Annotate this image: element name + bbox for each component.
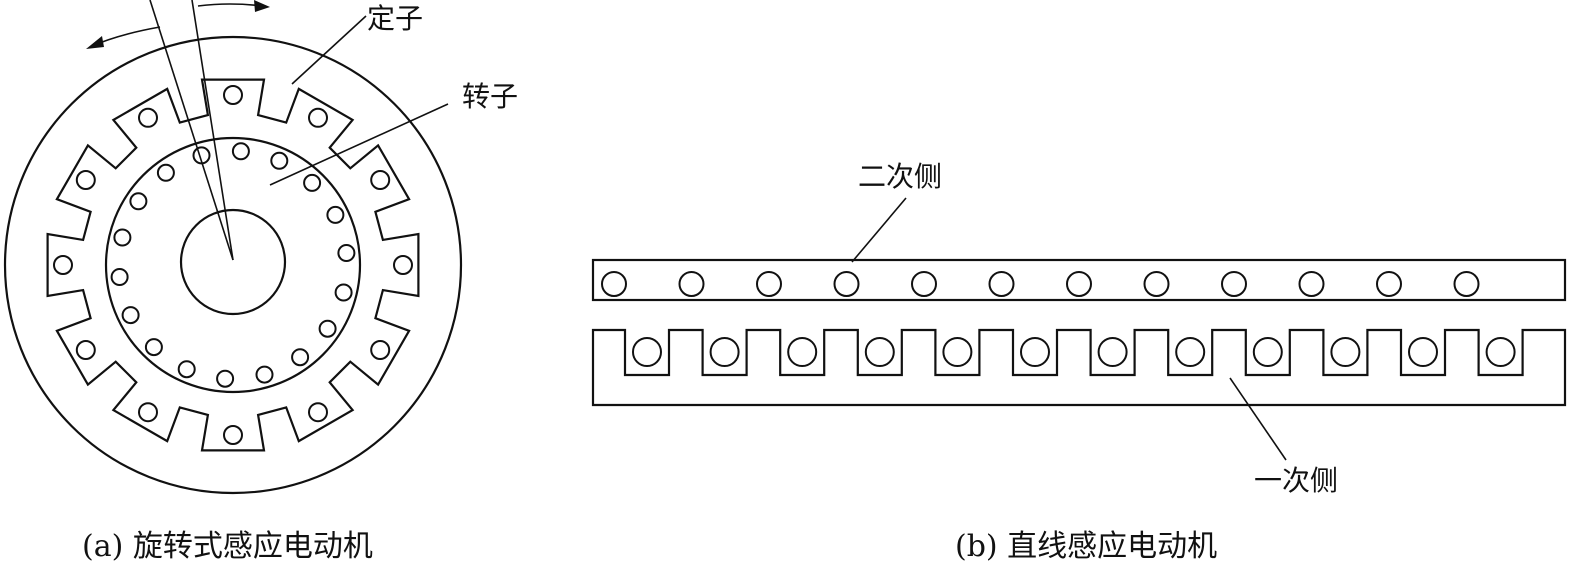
rotor-bar: [110, 268, 129, 286]
rotor-bar: [318, 319, 337, 338]
secondary-label: 二次侧: [858, 160, 942, 193]
rotation-arrow-right: [197, 3, 263, 7]
rotor-bar: [156, 163, 175, 182]
secondary-bar: [911, 271, 937, 297]
secondary-bar: [678, 271, 705, 297]
caption-b: (b) 直线感应电动机: [955, 529, 1217, 564]
primary-conductor: [709, 337, 740, 367]
stator-conductors: [53, 85, 413, 445]
stator-conductor: [370, 340, 391, 360]
rotor-bar: [303, 173, 322, 192]
rotary-induction-motor: 定子 转子 (a) 旋转式感应电动机: [3, 0, 518, 564]
secondary-bars: [601, 271, 1480, 297]
rotation-arrowhead-left: [86, 36, 104, 49]
secondary-bar: [1453, 271, 1480, 297]
stator-conductor: [138, 402, 158, 423]
rotor-bar: [121, 306, 140, 325]
stator-inner-slotted-edge: [46, 78, 420, 452]
stator-label: 定子: [367, 2, 423, 35]
primary-conductor: [1408, 337, 1438, 367]
primary-conductor: [942, 337, 973, 367]
secondary-bar: [1298, 271, 1325, 297]
primary-conductor: [1252, 337, 1283, 367]
stator-outer-circle: [3, 35, 463, 495]
stator-conductor: [393, 255, 413, 275]
rotor-bar: [129, 192, 148, 211]
rotor-bars: [110, 142, 356, 388]
stator-conductor: [138, 107, 158, 128]
stator-conductor: [308, 402, 328, 423]
secondary-bar: [1066, 271, 1092, 297]
rotor-bar: [334, 283, 353, 302]
rotor-bar: [255, 365, 274, 384]
secondary-bar: [988, 271, 1015, 297]
rotation-indicator-line-left: [149, 0, 234, 261]
primary-conductor: [632, 337, 662, 367]
primary-conductor: [1485, 337, 1516, 367]
primary-conductor: [1330, 337, 1361, 367]
rotor-circle: [104, 136, 362, 394]
stator-conductor: [370, 170, 391, 190]
rotor-bar: [216, 369, 235, 388]
rotor-bar: [337, 244, 356, 262]
secondary-bar: [1221, 271, 1247, 297]
rotor-label: 转子: [462, 80, 518, 113]
primary-slotted-core: [591, 328, 1567, 407]
primary-conductor: [1175, 337, 1206, 367]
secondary-bar: [1143, 271, 1170, 297]
rotation-arrowhead-right: [254, 0, 270, 12]
rotor-bar: [113, 228, 132, 247]
stator-conductor: [223, 425, 243, 445]
rotation-indicator-line-right: [191, 0, 234, 261]
rotor-bar: [270, 151, 289, 170]
linear-induction-motor: 二次侧 一次侧 (b) 直线感应电动机: [591, 160, 1567, 564]
primary-conductor: [787, 337, 818, 367]
secondary-bar: [1376, 271, 1402, 297]
primary-conductor: [1097, 337, 1128, 367]
secondary-bar: [833, 271, 860, 297]
stator-conductor: [53, 255, 73, 275]
secondary-plate: [591, 258, 1567, 302]
stator-conductor: [223, 85, 243, 105]
rotor-bar: [326, 205, 345, 224]
secondary-bar: [756, 271, 782, 297]
primary-conductor: [1020, 337, 1050, 367]
primary-conductors: [632, 337, 1516, 367]
rotor-bar: [291, 348, 310, 367]
primary-leader-line: [1229, 377, 1287, 461]
shaft-circle: [179, 208, 287, 316]
primary-label: 一次侧: [1254, 464, 1338, 497]
rotor-leader-line: [269, 103, 449, 186]
primary-conductor: [864, 337, 895, 367]
rotor-bar: [144, 338, 163, 357]
stator-conductor: [308, 107, 328, 128]
stator-leader-line: [291, 15, 367, 85]
secondary-bar: [601, 271, 627, 297]
rotor-bar: [231, 142, 250, 161]
caption-a: (a) 旋转式感应电动机: [82, 529, 373, 564]
secondary-leader-line: [851, 197, 907, 263]
stator-conductor: [75, 170, 96, 190]
rotor-bar: [177, 360, 196, 379]
stator-conductor: [75, 340, 96, 360]
